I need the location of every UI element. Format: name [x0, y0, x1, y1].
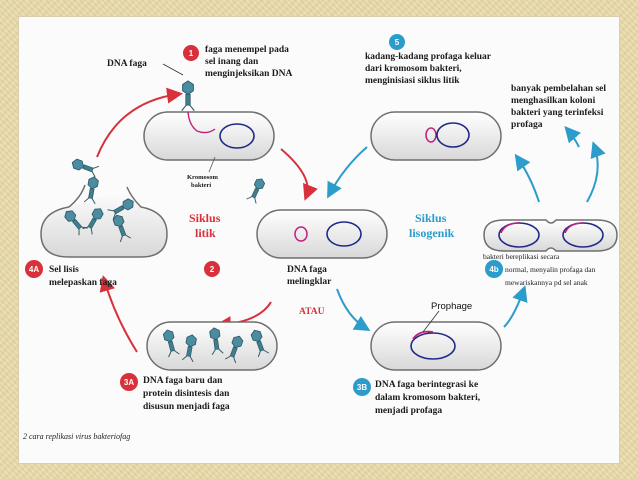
- cell-prophage-excision: [370, 111, 502, 161]
- label-step5: kadang-kadang profaga keluar dari kromos…: [365, 52, 493, 86]
- badge-4b: 4b: [485, 260, 503, 278]
- label-step4a: Sel lisis melepaskan faga: [49, 265, 117, 288]
- cell-attachment: [143, 80, 275, 173]
- badge-3a: 3A: [120, 373, 138, 391]
- label-atau: ATAU: [299, 307, 325, 317]
- free-phage-icon: [246, 176, 268, 204]
- svg-text:5: 5: [395, 38, 400, 47]
- badge-4a: 4A: [25, 260, 43, 278]
- badge-5: 5: [389, 34, 405, 50]
- label-step3a: DNA faga baru dan protein disintesis dan…: [143, 376, 232, 412]
- cell-circular-dna: [256, 209, 388, 259]
- svg-text:3B: 3B: [357, 383, 367, 392]
- label-kromosom: Kromosom bakteri: [187, 174, 220, 189]
- badge-2: 2: [204, 261, 220, 277]
- label-siklus-lisogenik: Siklus lisogenik: [409, 211, 455, 240]
- label-step1: faga menempel pada sel inang dan menginj…: [205, 45, 292, 79]
- cell-lysis: [40, 156, 168, 258]
- svg-text:3A: 3A: [124, 378, 134, 387]
- label-step3b: DNA faga berintegrasi ke dalam kromosom …: [375, 380, 483, 416]
- label-koloni: banyak pembelahan sel menghasilkan kolon…: [511, 84, 608, 130]
- label-step2: DNA faga melingklar: [287, 265, 332, 287]
- label-step4b: bakteri bereplikasi secara normal, menya…: [483, 252, 597, 287]
- cell-phage-assembly: [146, 321, 278, 371]
- svg-text:2: 2: [210, 265, 215, 274]
- label-prophage: Prophage: [431, 301, 472, 312]
- cell-integrated-prophage: [370, 310, 502, 371]
- lytic-cycle-arrows: [96, 87, 318, 353]
- badge-3b: 3B: [353, 378, 371, 396]
- label-siklus-litik: Siklus litik: [189, 211, 223, 240]
- svg-text:1: 1: [189, 49, 194, 58]
- lysogenic-cycle-arrows: [327, 125, 606, 332]
- caption: 2 cara replikasi virus bakteriofag: [23, 432, 130, 441]
- phage-replication-diagram: 1 2 3A 4A 3B 4b 5 DNA faga faga menempel…: [23, 34, 618, 441]
- badge-1: 1: [183, 45, 199, 61]
- svg-text:4b: 4b: [489, 265, 498, 274]
- svg-text:4A: 4A: [29, 265, 39, 274]
- diagram-frame: 1 2 3A 4A 3B 4b 5 DNA faga faga menempel…: [18, 16, 620, 464]
- label-dna-faga: DNA faga: [107, 59, 147, 69]
- cell-dividing: [483, 219, 618, 252]
